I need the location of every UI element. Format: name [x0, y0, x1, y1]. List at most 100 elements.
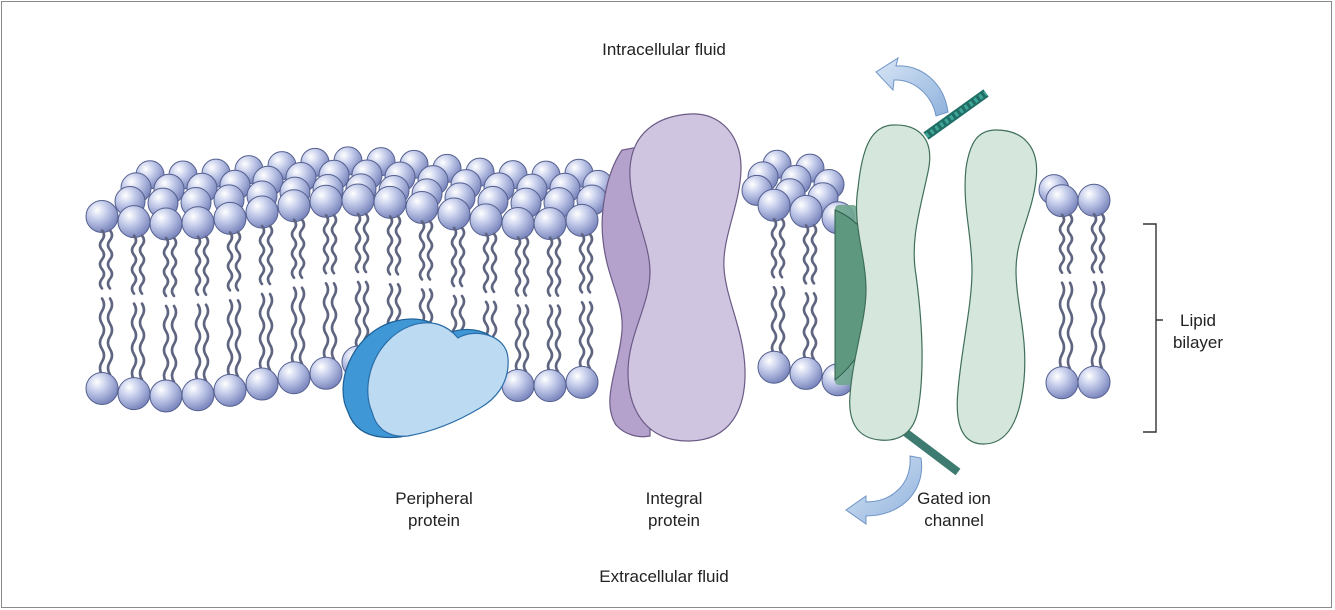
phospholipid-head: [374, 186, 406, 218]
lipid-tail: [556, 306, 560, 372]
peripheral-protein: [343, 319, 508, 438]
phospholipid-head: [758, 351, 790, 383]
lipid-tail: [140, 236, 144, 294]
lipid-tail: [196, 237, 200, 295]
lipid-tail: [580, 234, 584, 292]
lipid-tail: [292, 288, 296, 364]
lipid-tail: [100, 298, 104, 374]
lipid-tail: [524, 305, 528, 371]
lipid-bilayer-label-line1: Lipid: [1180, 311, 1216, 330]
phospholipid-head: [502, 207, 534, 239]
phospholipid-head: [1078, 366, 1110, 398]
lipid-tail: [332, 283, 336, 359]
lipid-tail: [100, 230, 104, 288]
lipid-tail: [228, 232, 232, 290]
back-phospholipid-heads: [86, 147, 1110, 240]
lipid-tail: [164, 238, 168, 296]
gated-ion-channel: [835, 93, 1037, 472]
phospholipid-head: [118, 378, 150, 410]
gate-open-arrow-bottom: [846, 456, 922, 524]
phospholipid-head: [310, 357, 342, 389]
lipid-tail: [804, 225, 808, 283]
lipid-tail: [164, 306, 168, 382]
lipid-tail: [172, 238, 176, 296]
lipid-tail: [300, 288, 304, 364]
phospholipid-head: [790, 357, 822, 389]
integral-protein-label-line2: protein: [648, 511, 700, 530]
lipid-tail: [588, 234, 592, 292]
lipid-tail: [780, 287, 784, 353]
lipid-tail: [396, 216, 400, 274]
phospholipid-head: [150, 380, 182, 412]
phospholipid-head: [406, 191, 438, 223]
phospholipid-head: [1046, 185, 1078, 217]
lipid-bilayer-bracket: [1143, 224, 1163, 432]
lipid-tail: [1092, 282, 1096, 368]
lipid-tail: [364, 214, 368, 272]
lipid-tail: [548, 306, 552, 372]
lipid-tail: [332, 215, 336, 273]
lipid-tail: [516, 305, 520, 371]
peripheral-protein-label-line1: Peripheral: [395, 489, 473, 508]
lipid-tail: [132, 236, 136, 294]
lipid-tail: [108, 298, 112, 374]
lipid-tail: [580, 302, 584, 368]
lipid-tail: [324, 215, 328, 273]
lipid-tail: [268, 226, 272, 284]
lipid-tail: [204, 305, 208, 381]
phospholipid-head: [758, 189, 790, 221]
lipid-tail: [324, 283, 328, 359]
phospholipid-head: [214, 202, 246, 234]
lipid-tail: [556, 238, 560, 296]
peripheral-protein-label-line2: protein: [408, 511, 460, 530]
lipid-tail: [1100, 282, 1104, 368]
lipid-tail: [172, 306, 176, 382]
phospholipid-head: [566, 204, 598, 236]
phospholipid-head: [790, 195, 822, 227]
lipid-tail: [1060, 283, 1064, 369]
lipid-tail: [356, 214, 360, 272]
lipid-tail: [356, 282, 360, 348]
phospholipid-head: [1046, 367, 1078, 399]
lipid-tail: [260, 226, 264, 284]
phospholipid-head: [246, 368, 278, 400]
lipid-tail: [484, 234, 488, 292]
phospholipid-head: [1078, 184, 1110, 216]
lipid-tail: [772, 287, 776, 353]
phospholipid-head: [310, 185, 342, 217]
lipid-tail: [772, 219, 776, 277]
phospholipid-head: [278, 190, 310, 222]
phospholipid-head: [182, 379, 214, 411]
lipid-tail: [196, 305, 200, 381]
lipid-tails: [100, 214, 1104, 382]
lipid-tail: [140, 304, 144, 380]
lipid-tail: [492, 234, 496, 292]
lipid-tail: [804, 293, 808, 359]
lipid-tail: [236, 232, 240, 290]
phospholipid-head: [278, 362, 310, 394]
lipid-tail: [812, 293, 816, 359]
intracellular-fluid-label: Intracellular fluid: [602, 40, 726, 59]
phospholipid-head: [438, 198, 470, 230]
lipid-tail: [548, 238, 552, 296]
gated-ion-channel-label-line2: channel: [924, 511, 984, 530]
lipid-tail: [268, 294, 272, 370]
lipid-tail: [108, 230, 112, 288]
lipid-tail: [388, 216, 392, 274]
phospholipid-head: [566, 366, 598, 398]
phospholipid-head: [534, 370, 566, 402]
lipid-tail: [452, 228, 456, 286]
lipid-tail: [228, 300, 232, 376]
lipid-tail: [300, 220, 304, 278]
lipid-tail: [292, 220, 296, 278]
lipid-tail: [812, 225, 816, 283]
phospholipid-head: [182, 207, 214, 239]
lipid-tail: [524, 237, 528, 295]
lipid-tail: [516, 237, 520, 295]
phospholipid-head: [246, 196, 278, 228]
phospholipid-head: [470, 204, 502, 236]
phospholipid-head: [534, 208, 566, 240]
integral-protein-label-line1: Integral: [646, 489, 703, 508]
lipid-tail: [1100, 214, 1104, 272]
lipid-tail: [460, 228, 464, 286]
